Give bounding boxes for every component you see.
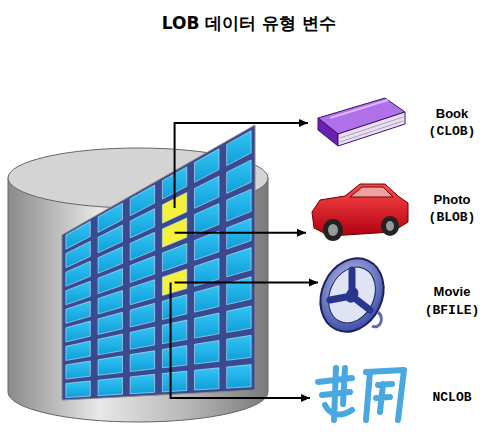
table-cell — [130, 209, 154, 238]
table-cell — [66, 341, 90, 360]
table-cell — [98, 378, 122, 396]
leader-line — [175, 232, 306, 234]
table-cell — [130, 303, 154, 327]
item-label: Movie — [434, 284, 471, 299]
car-icon — [312, 184, 408, 241]
table-cell — [130, 256, 154, 282]
table-cell — [66, 361, 90, 379]
book-icon — [318, 98, 405, 146]
table-cell — [162, 371, 186, 392]
table-cell — [195, 204, 219, 235]
table-cell — [227, 306, 251, 332]
table-cell — [98, 356, 122, 375]
table-cell — [66, 281, 90, 305]
table-cell — [195, 368, 219, 390]
type-label: NCLOB — [432, 390, 471, 405]
table-cell — [227, 277, 251, 305]
table-cell — [195, 286, 219, 312]
table-cell — [130, 351, 154, 372]
table-cell — [66, 321, 90, 342]
item-label: Photo — [434, 192, 471, 207]
table-cell — [162, 295, 186, 320]
table-cell — [195, 313, 219, 338]
database-cylinder — [8, 148, 268, 422]
leader-line — [175, 123, 308, 208]
diagram-title: LOB 데이터 유형 변수 — [162, 12, 336, 35]
table-cell — [227, 189, 251, 221]
leader-line — [175, 282, 318, 284]
table-cell — [98, 290, 122, 314]
table-cell — [227, 335, 251, 360]
table-cell — [130, 327, 154, 349]
table-cell — [66, 301, 90, 323]
table-cell — [195, 149, 219, 182]
table-cell — [130, 232, 154, 260]
table-grid — [62, 125, 255, 400]
nclob-glyph-icon — [318, 368, 404, 420]
table-cell — [98, 269, 122, 294]
table-cell — [227, 131, 251, 166]
table-cell — [227, 248, 251, 277]
leader-line — [171, 283, 310, 399]
table-cell — [227, 160, 251, 193]
table-cell — [98, 312, 122, 334]
film-reel-icon — [309, 248, 395, 342]
type-label: (BFILE) — [425, 303, 480, 318]
table-cell — [227, 364, 251, 388]
grid-frame — [62, 125, 255, 400]
table-cell — [66, 381, 90, 398]
table-cell — [195, 231, 219, 260]
item-label: Book — [436, 106, 469, 121]
table-cell — [130, 280, 154, 305]
type-label: (BLOB) — [429, 210, 476, 225]
table-cell — [98, 247, 122, 273]
table-cell — [98, 334, 122, 355]
table-cell — [162, 346, 186, 368]
type-label: (CLOB) — [429, 124, 476, 139]
table-cell — [195, 176, 219, 208]
table-cell — [162, 320, 186, 344]
table-cell — [195, 340, 219, 364]
leader-lines — [171, 123, 318, 398]
table-cell — [130, 374, 154, 393]
table-cell — [162, 243, 186, 271]
